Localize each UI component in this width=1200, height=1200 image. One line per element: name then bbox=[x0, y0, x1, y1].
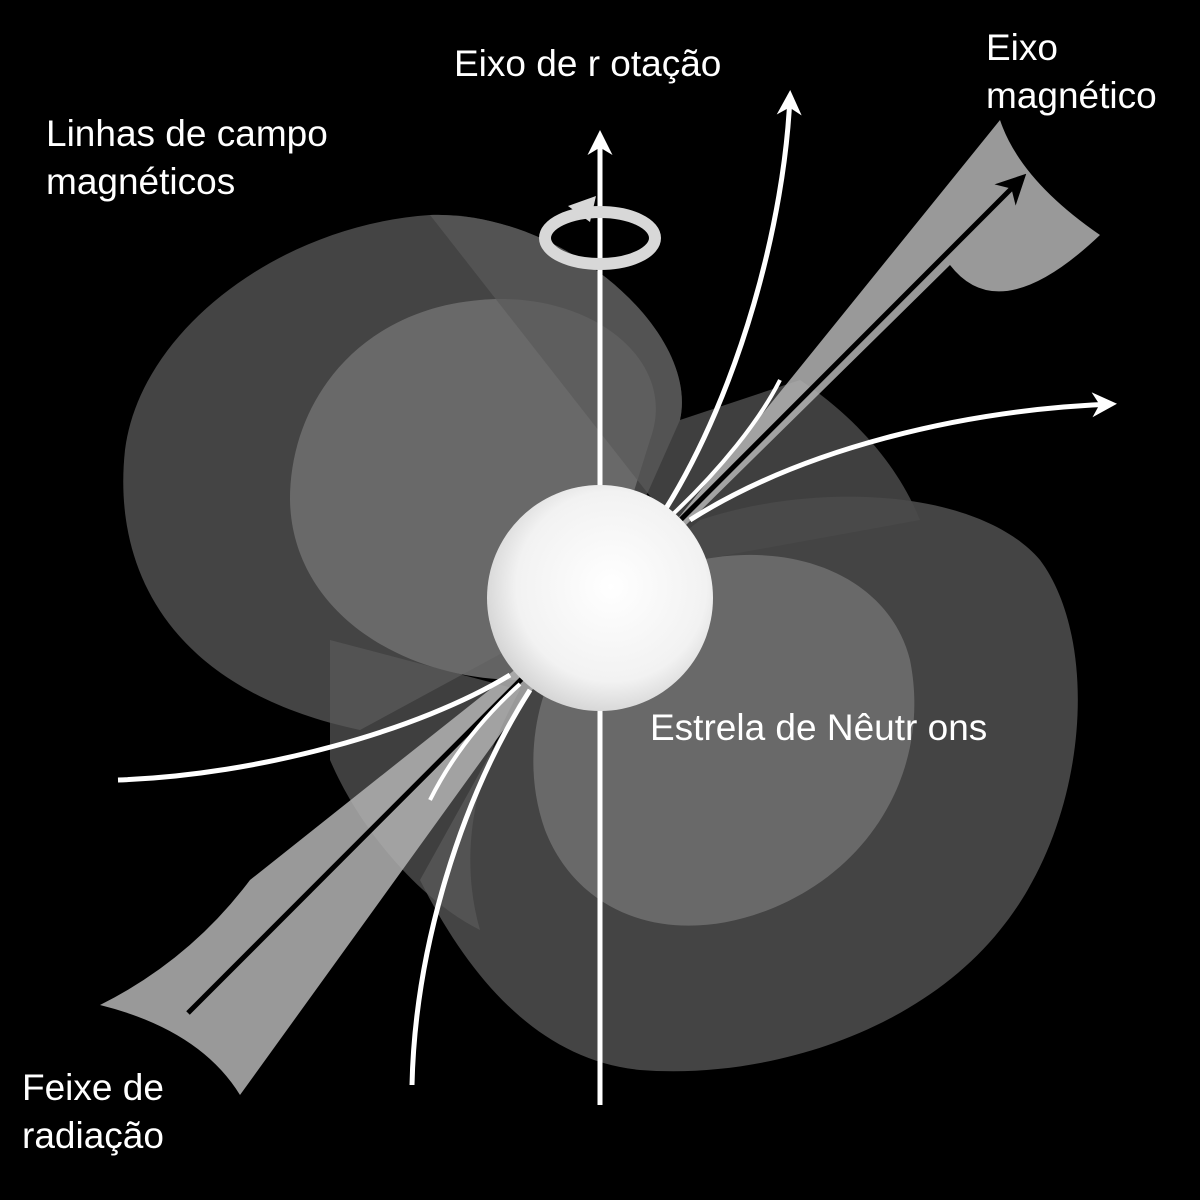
magnetic-axis-label-line1: Eixo bbox=[986, 27, 1058, 68]
neutron-star-label: Estrela de Nêutr ons bbox=[650, 707, 988, 748]
rotation-axis-label: Eixo de r otação bbox=[454, 43, 722, 84]
rotation-arrow-icon bbox=[539, 196, 661, 270]
field-lines-label: Linhas de campo magnéticos bbox=[46, 110, 328, 206]
field-line-lower-3 bbox=[428, 682, 522, 801]
magnetic-axis-label-line2: magnético bbox=[986, 75, 1157, 116]
magnetic-axis-label: Eixo magnético bbox=[986, 24, 1157, 120]
field-line-upper-3 bbox=[670, 379, 782, 517]
radiation-beam-label: Feixe de radiação bbox=[22, 1064, 164, 1160]
field-lines-label-line1: Linhas de campo bbox=[46, 113, 328, 154]
radiation-beam-upper bbox=[620, 120, 1100, 590]
field-line-lower-1 bbox=[117, 672, 512, 783]
field-line-upper-2 bbox=[688, 392, 1117, 523]
field-line-upper-1 bbox=[662, 90, 802, 512]
field-line-lower-2 bbox=[409, 688, 533, 1086]
field-lines-label-line2: magnéticos bbox=[46, 161, 236, 202]
lobe-shadow-upper bbox=[430, 214, 920, 560]
radiation-beam-label-line2: radiação bbox=[22, 1115, 164, 1156]
radiation-beam-label-line1: Feixe de bbox=[22, 1067, 164, 1108]
neutron-star bbox=[487, 485, 713, 711]
